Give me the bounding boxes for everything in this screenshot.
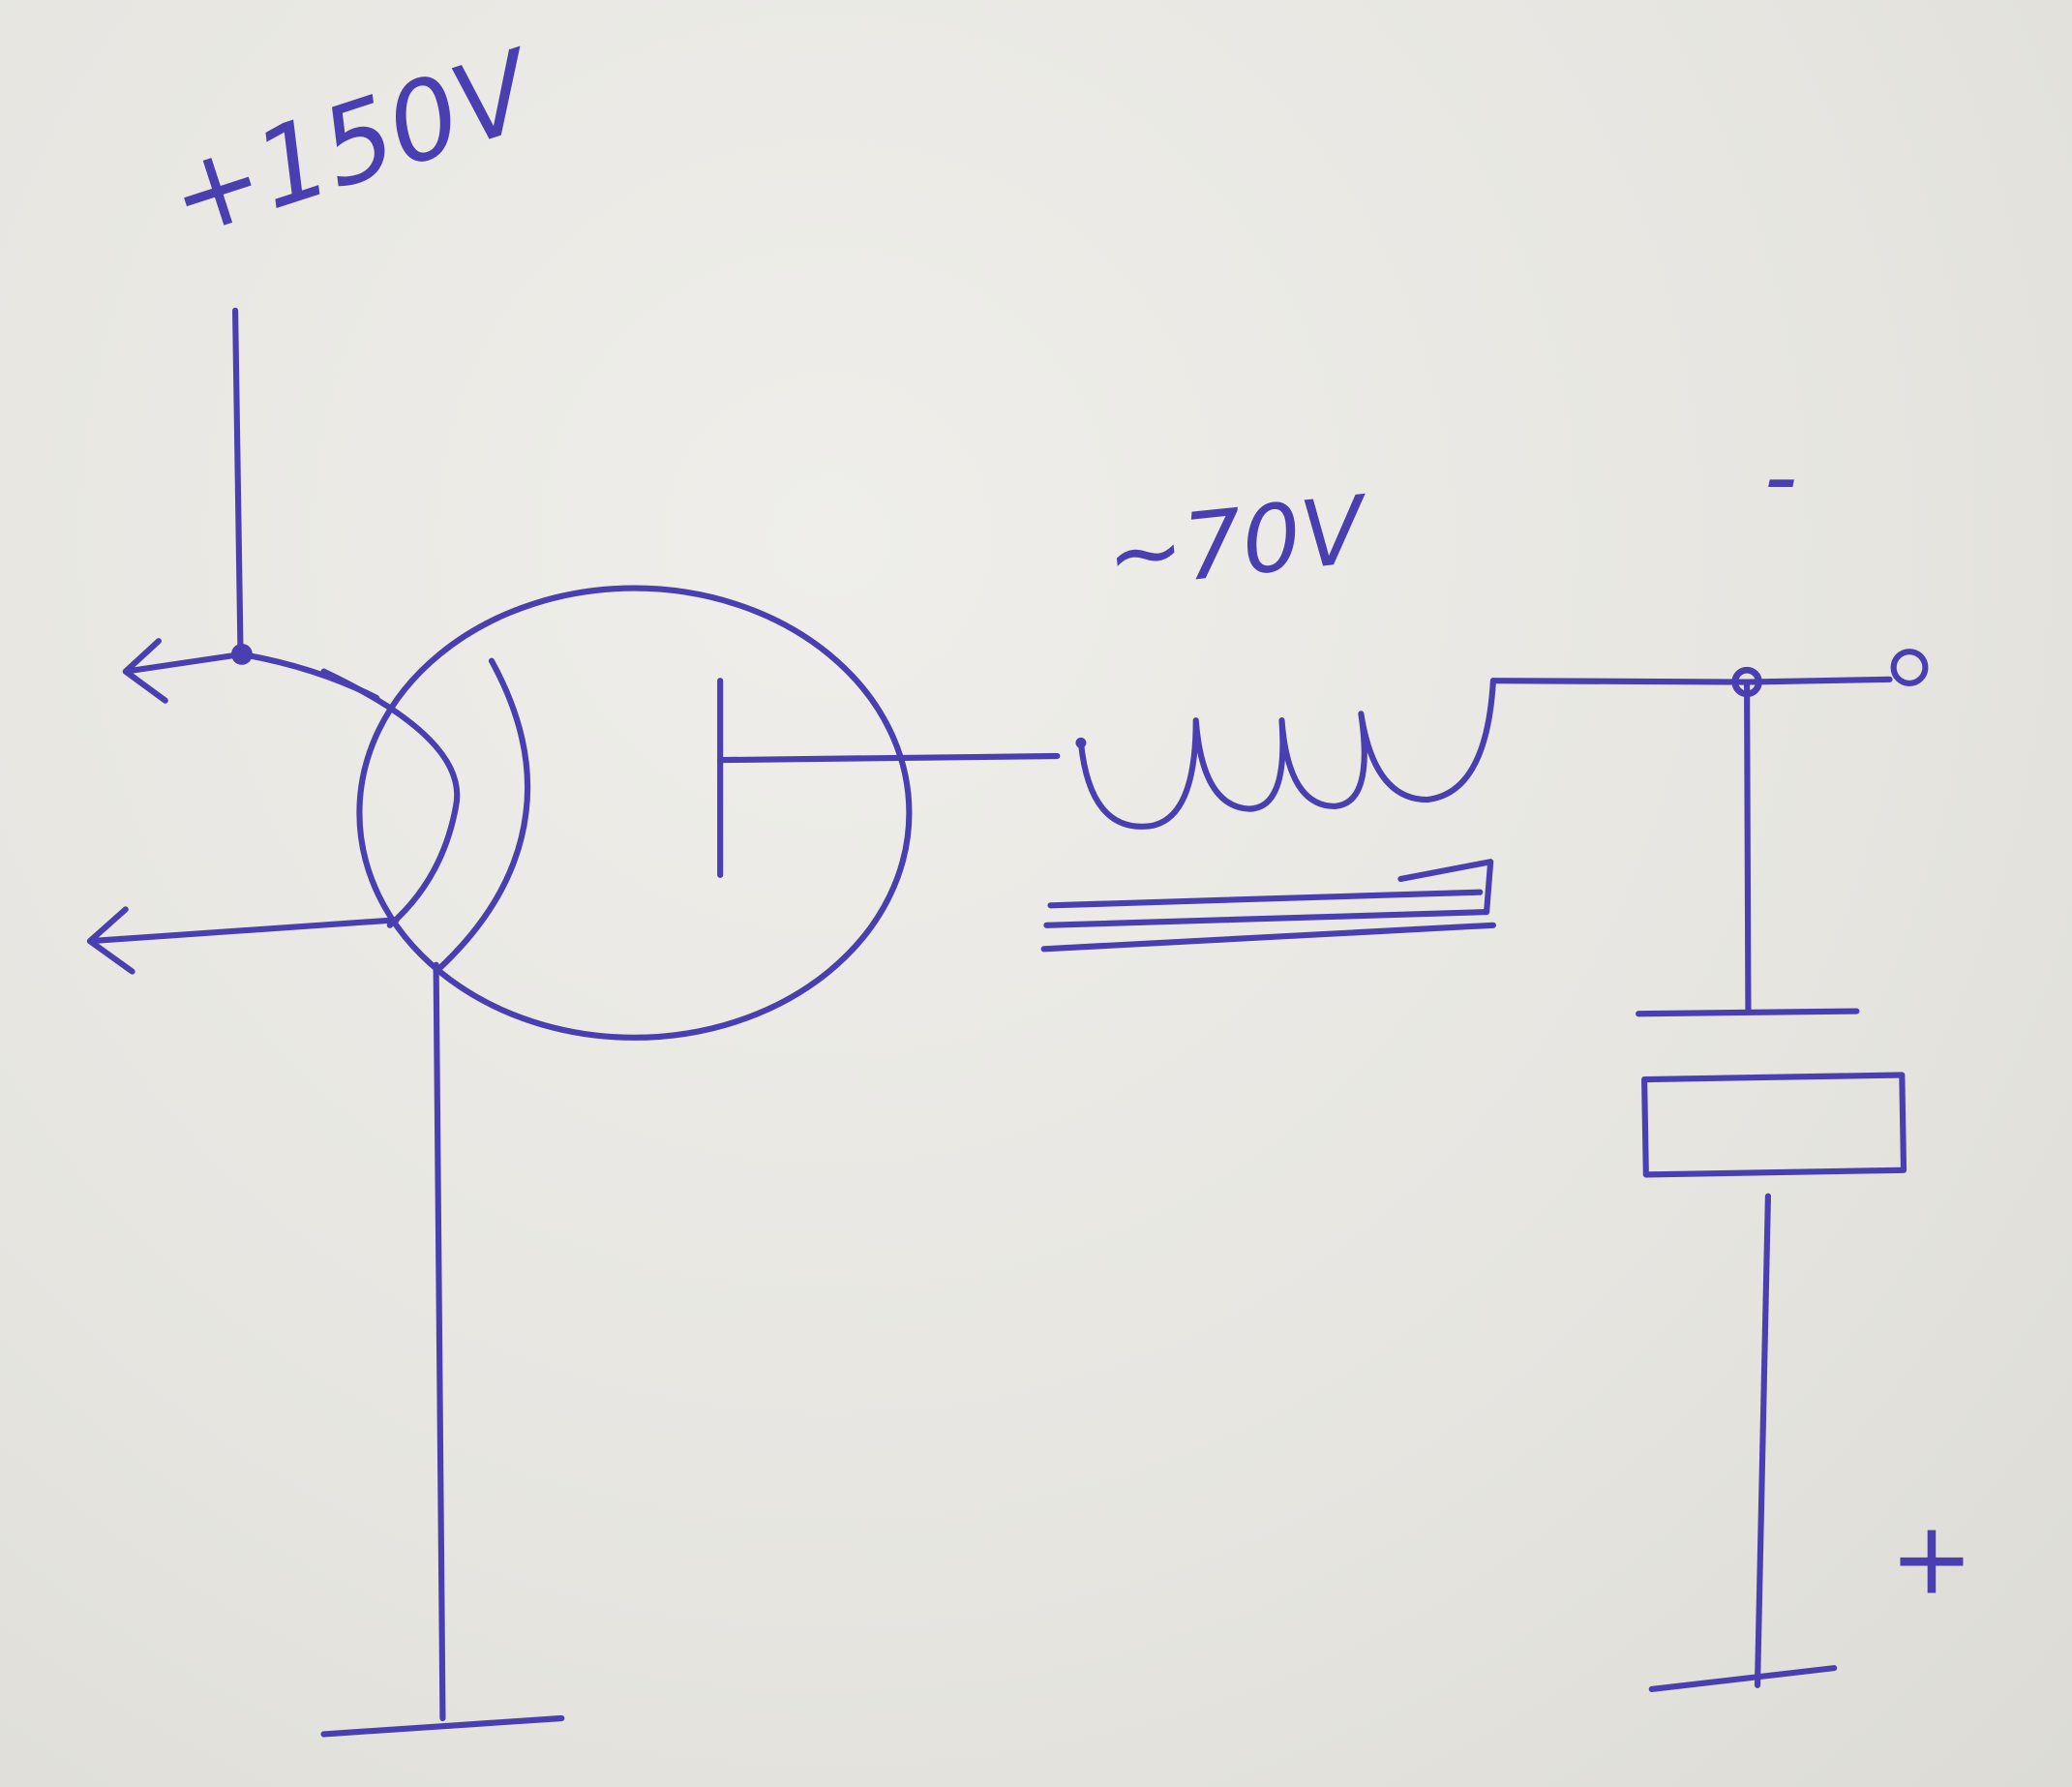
left-ground-symbol: [320, 1714, 565, 1738]
capacitor-plate: [1636, 1008, 1860, 1017]
output-terminal: [1890, 649, 1929, 686]
heater-lead-upper: [122, 638, 245, 704]
cathode-arc-inner: [433, 657, 531, 975]
negative-terminal-label: -: [1764, 423, 1797, 531]
tube-envelope: [356, 585, 913, 1041]
inductor-core: [1040, 859, 1496, 953]
heater-lead-upper-right: [238, 651, 380, 701]
plate-wire: [717, 752, 1061, 764]
inductor-voltage-label: ~70V: [1101, 475, 1375, 611]
capacitor-body: [1641, 1072, 1907, 1178]
positive-terminal-label: +: [1890, 1500, 1974, 1617]
cathode-arc-outer: [320, 668, 461, 928]
supply-voltage-label: +150V: [154, 26, 553, 263]
cathode-ground-wire: [433, 961, 446, 1722]
heater-lead-lower: [86, 906, 400, 975]
output-wire: [1489, 676, 1893, 685]
right-ground-symbol: [1648, 1665, 1838, 1693]
supply-wire: [232, 307, 244, 657]
inductor-coil: [1077, 678, 1496, 830]
capacitor-lower-wire: [1754, 1193, 1771, 1688]
capacitor-upper-wire: [1744, 679, 1752, 1015]
